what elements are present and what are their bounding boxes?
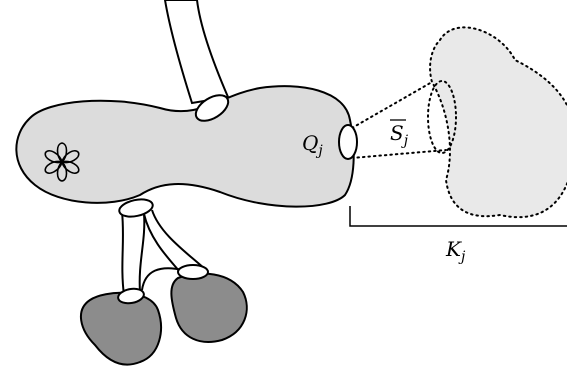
upper-tube	[165, 0, 228, 103]
dotted-cloud-region	[430, 27, 567, 217]
left-dark-blob	[81, 293, 161, 365]
q-opening	[339, 125, 357, 159]
s-label: Sj	[390, 121, 409, 149]
right-dark-blob	[171, 274, 246, 342]
right-blob-opening	[178, 265, 208, 279]
k-label: Kj	[445, 237, 466, 265]
lower-tube-right	[144, 210, 206, 272]
lower-tube-left	[122, 212, 144, 295]
dotted-cone-lower	[352, 150, 446, 158]
